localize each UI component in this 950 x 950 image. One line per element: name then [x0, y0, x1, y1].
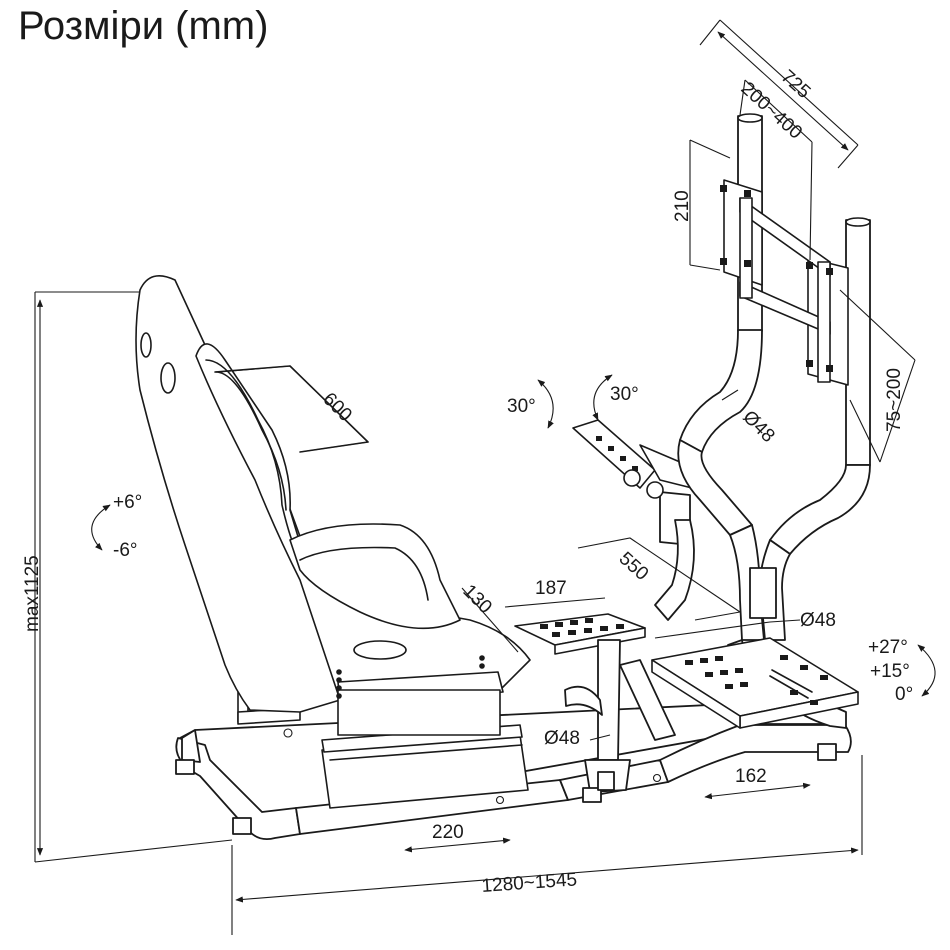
label-tube-wheel: Ø48 — [800, 610, 836, 631]
label-pedal-angle-3: 0° — [895, 684, 913, 705]
label-tilt-down: -6° — [113, 540, 138, 561]
label-tube-monitor: Ø48 — [738, 407, 778, 447]
label-monitor-height: 75~200 — [884, 368, 905, 432]
label-max-height: max1125 — [22, 555, 43, 632]
label-seat-slide: 220 — [432, 822, 464, 843]
label-tilt-up: +6° — [113, 492, 142, 513]
label-pedal-angle-2: +15° — [870, 661, 910, 682]
page-title: Розміри (mm) — [18, 4, 269, 48]
pedal-plate — [651, 637, 859, 729]
label-pedal-slide: 162 — [735, 766, 767, 787]
label-rotation-left: 30° — [507, 396, 536, 417]
label-wheel-to-seat: 550 — [615, 548, 653, 585]
base-frame — [175, 659, 852, 841]
dimension-lines — [34, 19, 936, 935]
label-plate-width: 187 — [535, 578, 567, 599]
label-rotation-right: 30° — [610, 384, 639, 405]
label-pedal-angle-1: +27° — [868, 637, 908, 658]
label-tube-base: Ø48 — [544, 728, 580, 749]
monitor-stand — [677, 113, 871, 729]
label-monitor-width: 725 — [777, 66, 815, 103]
label-length: 1280~1545 — [481, 869, 578, 897]
label-vesa-height: 210 — [672, 190, 693, 222]
wheel-mount — [514, 419, 701, 803]
label-plate-depth: 130 — [458, 581, 495, 618]
racing-seat — [135, 274, 531, 736]
label-seat-width: 600 — [318, 389, 355, 426]
